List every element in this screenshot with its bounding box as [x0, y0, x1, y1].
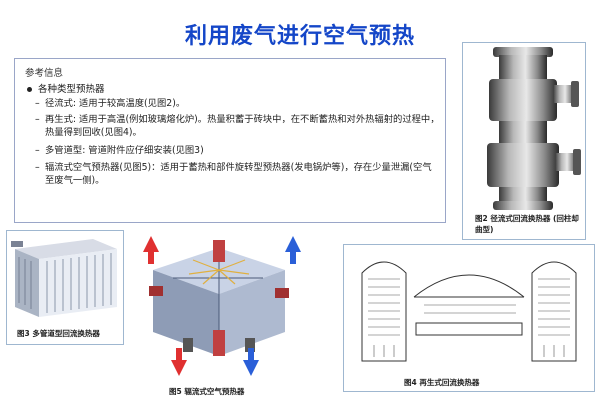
- regenerative-recuperator-image: [361, 261, 577, 362]
- gas-out-arrow-icon: [171, 348, 187, 376]
- list-item-text: 再生式: 适用于高温(例如玻璃熔化炉)。热量积蓄于砖块中，在不断蓄热和对外热辐射…: [45, 114, 440, 138]
- radial-recuperator-image: [487, 47, 581, 210]
- dash-icon: –: [35, 145, 40, 156]
- figure-5-caption: 图5 辐流式空气预热器: [169, 387, 245, 396]
- dash-icon: –: [35, 162, 40, 173]
- figure-4-caption: 图4 再生式回流换热器: [404, 378, 480, 387]
- figure-5-frame: 图5 辐流式空气预热器: [133, 230, 305, 402]
- figure-3-frame: 图3 多管道型回流换热器: [6, 230, 124, 345]
- hot-gas-arrow-icon: [143, 236, 159, 264]
- bullet-icon: [27, 87, 32, 92]
- figure-4-frame: 图4 再生式回流换热器: [343, 244, 595, 392]
- figure-3-caption: 图3 多管道型回流换热器: [17, 329, 100, 338]
- figure-2-frame: 图2 径流式回流换热器 (回柱却曲型): [462, 42, 586, 240]
- list-item: –再生式: 适用于高温(例如玻璃熔化炉)。热量积蓄于砖块中，在不断蓄热和对外热辐…: [35, 113, 440, 139]
- bullet-label: 各种类型预热器: [38, 84, 105, 95]
- list-item-text: 多管道型: 管道附件应仔细安装(见图3): [45, 145, 204, 156]
- page-title: 利用废气进行空气预热: [184, 24, 415, 49]
- multi-tube-recuperator-image: [11, 239, 117, 317]
- rotary-air-preheater-image: [143, 236, 301, 376]
- dash-icon: –: [35, 98, 40, 109]
- figure-2-caption: 图2 径流式回流换热器 (回柱却曲型): [475, 214, 579, 234]
- list-item-text: 径流式: 适用于较高温度(见图2)。: [45, 98, 186, 109]
- air-arrow-icon: [285, 236, 301, 264]
- air-in-arrow-icon: [243, 348, 259, 376]
- list-item: –辐流式空气预热器(见图5)：适用于蓄热和部件旋转型预热器(发电锅炉等)，存在少…: [35, 161, 440, 187]
- dash-icon: –: [35, 114, 40, 125]
- bullet-item: 各种类型预热器: [27, 81, 105, 95]
- list-item: –径流式: 适用于较高温度(见图2)。: [35, 97, 440, 110]
- reference-heading: 参考信息: [25, 68, 64, 79]
- list-item: –多管道型: 管道附件应仔细安装(见图3): [35, 144, 440, 157]
- list-item-text: 辐流式空气预热器(见图5)：适用于蓄热和部件旋转型预热器(发电锅炉等)，存在少量…: [45, 162, 432, 186]
- info-panel: 参考信息 各种类型预热器 –径流式: 适用于较高温度(见图2)。 –再生式: 适…: [14, 58, 446, 223]
